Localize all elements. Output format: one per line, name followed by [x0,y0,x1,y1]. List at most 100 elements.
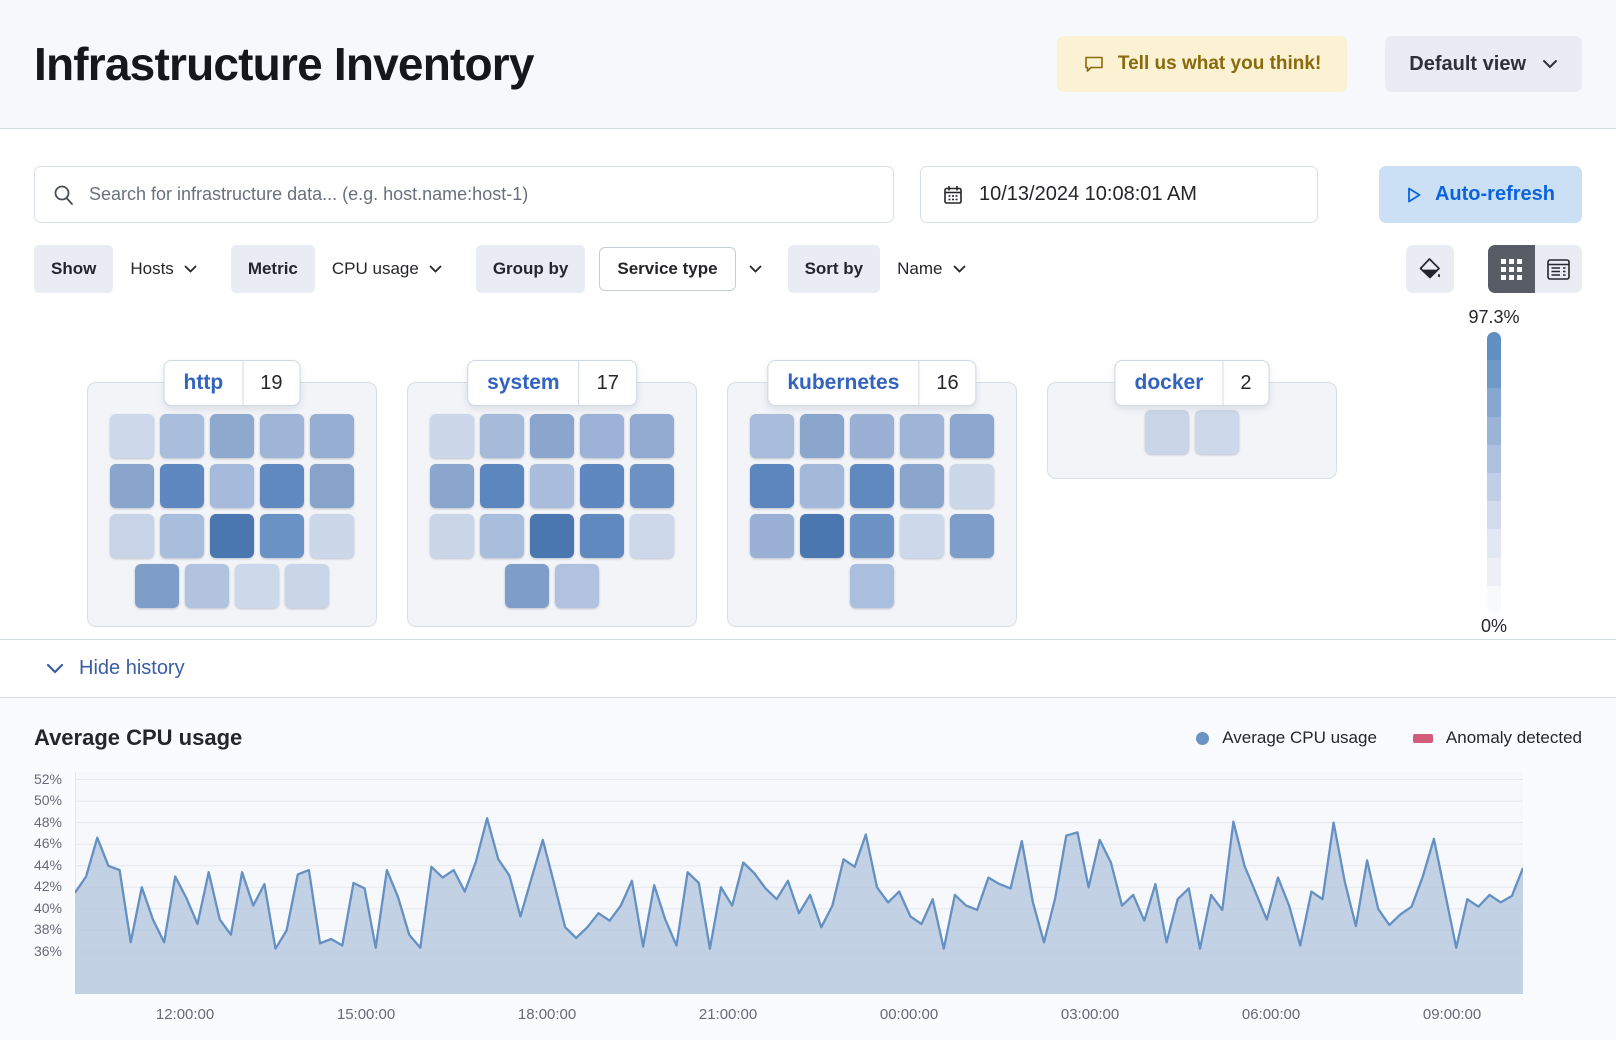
host-tile[interactable] [900,414,944,458]
tile-row [850,564,894,608]
host-tile[interactable] [630,414,674,458]
host-tile[interactable] [950,514,994,558]
grid-view-button[interactable] [1488,245,1535,293]
host-tile[interactable] [850,414,894,458]
host-tile[interactable] [1145,410,1189,454]
host-tile[interactable] [950,464,994,508]
host-tile[interactable] [310,514,354,558]
pill-divider [242,360,244,406]
host-tile[interactable] [530,514,574,558]
host-tile[interactable] [630,464,674,508]
host-tile[interactable] [580,464,624,508]
host-tile[interactable] [285,564,329,608]
hide-history-link[interactable]: Hide history [46,657,185,680]
host-tile[interactable] [750,464,794,508]
host-tile[interactable] [235,564,279,608]
host-tile[interactable] [260,464,304,508]
host-tile[interactable] [530,414,574,458]
default-view-button[interactable]: Default view [1385,36,1582,92]
host-tile[interactable] [800,514,844,558]
host-tile[interactable] [260,514,304,558]
group-pill-docker[interactable]: docker 2 [1114,360,1270,406]
legend-step [1487,416,1501,445]
chevron-down-icon [953,265,966,274]
host-tile[interactable] [750,414,794,458]
filter-group-by-value[interactable]: Service type [599,247,736,291]
group-name[interactable]: kubernetes [787,371,900,394]
legend-step [1487,501,1501,530]
table-view-button[interactable] [1535,245,1582,293]
host-tile[interactable] [800,464,844,508]
host-tile[interactable] [210,414,254,458]
host-tile[interactable] [1195,410,1239,454]
legend-avg-cpu-label: Average CPU usage [1222,728,1377,747]
host-tile[interactable] [160,514,204,558]
host-tile[interactable] [135,564,179,608]
filter-metric[interactable]: Metric CPU usage [230,245,454,293]
host-tile[interactable] [160,464,204,508]
host-tile[interactable] [530,464,574,508]
legend-dot-marker [1196,731,1210,745]
host-tile[interactable] [185,564,229,608]
host-tile[interactable] [505,564,549,608]
chevron-down-icon [429,265,442,274]
host-tile[interactable] [110,514,154,558]
host-tile[interactable] [850,514,894,558]
host-tile[interactable] [430,514,474,558]
host-tile[interactable] [800,414,844,458]
datepicker-button[interactable]: 10/13/2024 10:08:01 AM [920,166,1318,223]
filter-group-by[interactable]: Group by Service type [475,245,766,293]
host-tile[interactable] [580,414,624,458]
host-tile[interactable] [850,464,894,508]
legend-step [1487,529,1501,558]
search-input[interactable] [34,166,894,223]
host-tile[interactable] [210,514,254,558]
host-tile[interactable] [430,414,474,458]
auto-refresh-button[interactable]: Auto-refresh [1378,166,1582,223]
host-tile[interactable] [750,514,794,558]
palette-button[interactable] [1406,245,1454,293]
hide-history-label: Hide history [79,657,185,679]
host-tile[interactable] [110,414,154,458]
host-tile[interactable] [900,514,944,558]
host-tile[interactable] [430,464,474,508]
host-tile[interactable] [900,464,944,508]
host-tile[interactable] [580,514,624,558]
filter-show-label: Show [34,245,114,293]
host-tile[interactable] [260,414,304,458]
host-tile[interactable] [310,464,354,508]
filter-sort-by[interactable]: Sort by Name [787,245,978,293]
host-tile[interactable] [110,464,154,508]
filter-show[interactable]: Show Hosts [34,245,209,293]
host-tile[interactable] [850,564,894,608]
host-tile[interactable] [160,414,204,458]
feedback-button[interactable]: Tell us what you think! [1056,36,1348,92]
waffle-group-docker: docker 2 [1047,360,1337,479]
host-tile[interactable] [480,514,524,558]
auto-refresh-label: Auto-refresh [1434,183,1555,205]
legend-min-label: 0% [1480,616,1507,636]
host-tile[interactable] [950,414,994,458]
host-tile[interactable] [310,414,354,458]
host-tile[interactable] [630,514,674,558]
host-tile[interactable] [480,464,524,508]
tile-row [430,414,674,458]
group-name[interactable]: http [183,371,224,394]
chart-title: Average CPU usage [34,725,243,750]
chevron-down-icon [1542,59,1558,69]
play-icon [1406,186,1422,204]
host-tile[interactable] [480,414,524,458]
y-axis-label: 50% [33,792,62,809]
host-tile[interactable] [210,464,254,508]
group-name[interactable]: docker [1134,371,1204,394]
host-tile[interactable] [555,564,599,608]
tile-row [430,464,674,508]
group-name[interactable]: system [487,371,560,394]
y-axis-label: 36% [33,942,62,959]
group-count: 2 [1240,371,1252,394]
